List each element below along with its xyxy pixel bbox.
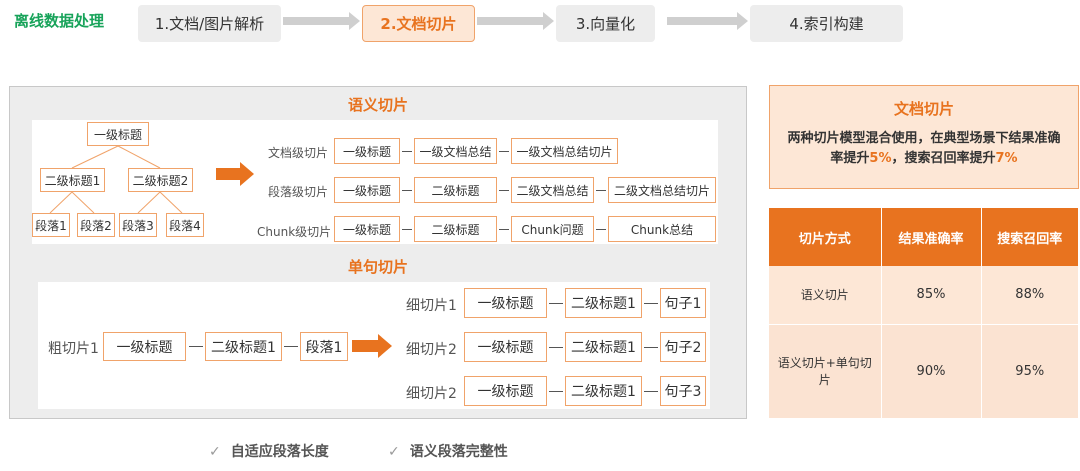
chunk-row-item: 二级标题 [414, 216, 497, 242]
tree-para-1: 段落1 [32, 213, 70, 237]
table-cell: 88% [981, 266, 1079, 324]
connector [402, 190, 412, 191]
connector [644, 347, 658, 348]
fine-item: 二级标题1 [565, 288, 642, 318]
fine-label: 细切片1 [406, 298, 457, 314]
connector [596, 190, 606, 191]
row-label-para: 段落级切片 [268, 185, 329, 199]
semantic-arrow [216, 168, 240, 180]
connector [549, 347, 563, 348]
tree-para-2: 段落2 [77, 213, 115, 237]
tree-root: 一级标题 [87, 122, 149, 146]
step-chunking-label: 2.文档切片 [380, 15, 457, 33]
step-chunking: 2.文档切片 [362, 5, 475, 42]
table-cell: 90% [881, 323, 982, 418]
step-parse: 1.文档/图片解析 [138, 5, 281, 42]
single-arrow [352, 340, 378, 352]
table-cell: 语义切片+单句切片 [769, 323, 882, 418]
table-cell: 85% [881, 266, 982, 324]
fine-item: 一级标题 [464, 288, 547, 318]
table-header: 搜索召回率 [981, 208, 1079, 266]
table-cell: 语义切片 [769, 266, 882, 324]
step-arrow-head [737, 12, 748, 30]
semantic-title: 语义切片 [347, 96, 408, 114]
single-title: 单句切片 [347, 258, 408, 276]
fine-item: 句子2 [660, 332, 706, 362]
section-title: 离线数据处理 [14, 12, 105, 30]
step-arrow [283, 17, 349, 25]
connector [402, 229, 412, 230]
connector [499, 190, 509, 191]
para-row-item: 二级文档总结切片 [608, 177, 716, 203]
connector [644, 391, 658, 392]
para-row-item: 二级文档总结 [511, 177, 594, 203]
fine-label: 细切片2 [406, 386, 457, 402]
table-row: 语义切片 85% 88% [769, 266, 1079, 324]
para-row-item: 二级标题 [414, 177, 497, 203]
summary-box: 文档切片 两种切片模型混合使用，在典型场景下结果准确率提升5%，搜索召回率提升7… [769, 85, 1079, 189]
step-index-label: 4.索引构建 [789, 15, 864, 33]
doc-row-item: 一级文档总结 [414, 138, 497, 164]
fine-label: 细切片2 [406, 342, 457, 358]
check-icon: ✓ [209, 444, 221, 460]
step-parse-label: 1.文档/图片解析 [154, 15, 265, 33]
tree-h2-1: 二级标题1 [40, 168, 105, 192]
para-row-item: 一级标题 [334, 177, 400, 203]
connector [549, 303, 563, 304]
connector [644, 303, 658, 304]
table-header: 切片方式 [769, 208, 882, 266]
coarse-label: 粗切片1 [48, 341, 99, 357]
fine-item: 句子1 [660, 288, 706, 318]
footer-item-1: ✓自适应段落长度 [209, 444, 329, 460]
summary-title: 文档切片 [893, 100, 954, 118]
comparison-table: 切片方式 结果准确率 搜索召回率 语义切片 85% 88% 语义切片+单句切片 … [769, 208, 1079, 418]
chunk-row-item: Chunk问题 [511, 216, 594, 242]
fine-item: 一级标题 [464, 332, 547, 362]
fine-item: 二级标题1 [565, 332, 642, 362]
connector [499, 151, 509, 152]
step-vectorize-label: 3.向量化 [575, 15, 636, 33]
fine-item: 二级标题1 [565, 376, 642, 406]
doc-row-item: 一级标题 [334, 138, 400, 164]
step-arrow-head [349, 12, 360, 30]
fine-item: 一级标题 [464, 376, 547, 406]
recall-gain: 7% [995, 151, 1018, 166]
fine-item: 句子3 [660, 376, 706, 406]
row-label-chunk: Chunk级切片 [257, 225, 332, 239]
footer-item-2: ✓语义段落完整性 [388, 444, 508, 460]
tree-para-4: 段落4 [166, 213, 204, 237]
coarse-item: 二级标题1 [205, 332, 282, 361]
table-header: 结果准确率 [881, 208, 982, 266]
chunk-row-item: 一级标题 [334, 216, 400, 242]
connector [596, 229, 606, 230]
connector [549, 391, 563, 392]
accuracy-gain: 5% [869, 151, 892, 166]
tree-h2-2: 二级标题2 [128, 168, 193, 192]
step-index: 4.索引构建 [750, 5, 903, 42]
connector [284, 346, 298, 347]
step-arrow-head [543, 12, 554, 30]
table-row: 语义切片+单句切片 90% 95% [769, 323, 1079, 418]
row-label-doc: 文档级切片 [268, 146, 329, 160]
summary-desc: 两种切片模型混合使用，在典型场景下结果准确率提升5%，搜索召回率提升7% [787, 131, 1061, 166]
step-vectorize: 3.向量化 [556, 5, 655, 42]
single-arrow-head [378, 334, 392, 358]
connector [499, 229, 509, 230]
tree-connectors [49, 145, 183, 214]
chunk-row-item: Chunk总结 [608, 216, 716, 242]
connector [402, 151, 412, 152]
step-arrow [477, 17, 543, 25]
coarse-item: 一级标题 [103, 332, 186, 361]
tree-para-3: 段落3 [119, 213, 157, 237]
table-cell: 95% [981, 323, 1079, 418]
step-arrow [667, 17, 737, 25]
doc-row-item: 一级文档总结切片 [511, 138, 618, 164]
connector [189, 346, 203, 347]
semantic-arrow-head [240, 162, 254, 186]
check-icon: ✓ [388, 444, 400, 460]
coarse-item: 段落1 [300, 332, 348, 361]
